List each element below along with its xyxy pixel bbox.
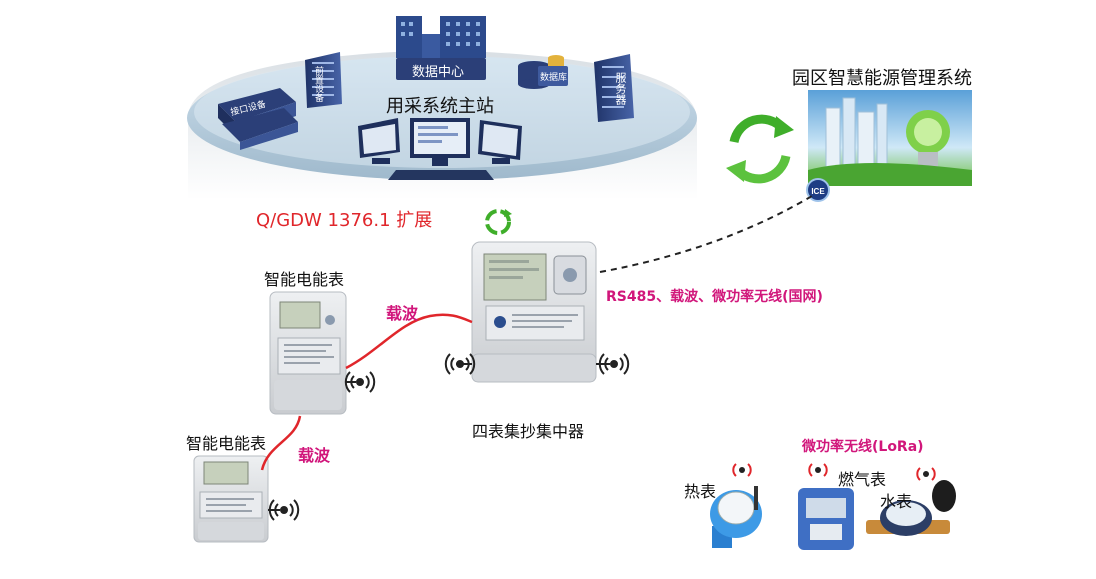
- ice-logo-icon: ICE: [806, 178, 830, 202]
- database-icon: [518, 55, 568, 89]
- park-energy-image: [808, 90, 972, 186]
- wireless-lora-label: 微功率无线(LoRa): [802, 439, 924, 455]
- gas-meter-icon: [798, 488, 854, 550]
- workstation-icon: [388, 118, 494, 180]
- master-station-title: 用采系统主站: [386, 96, 494, 117]
- database-label: 数据库: [540, 73, 568, 83]
- antenna-signal-icon: [808, 463, 828, 477]
- carrier-wire-line: [345, 313, 473, 370]
- carrier-label: 载波: [298, 446, 331, 465]
- rs485-link-line: [599, 195, 813, 273]
- concentrator-label: 四表集抄集中器: [472, 422, 585, 441]
- front-end-server-label: 前置设备: [313, 66, 323, 102]
- wireless-signal-icon: [268, 499, 300, 521]
- concentrator-device-icon: [471, 241, 597, 383]
- smart-meter-icon: [193, 455, 269, 543]
- smart-meter-icon: [269, 291, 347, 415]
- heat-meter-label: 热表: [684, 482, 717, 501]
- interface-device-icon: [218, 88, 298, 150]
- server-label: 服务器: [614, 72, 627, 105]
- gas-meter-label: 燃气表: [838, 470, 887, 489]
- carrier-label: 载波: [386, 304, 419, 323]
- wireless-signal-icon: [344, 371, 376, 393]
- small-sync-arrows-icon: [485, 209, 512, 235]
- data-center-label: 数据中心: [412, 65, 465, 80]
- antenna-signal-icon: [916, 467, 936, 481]
- concentrator-link-label: RS485、载波、微功率无线(国网): [606, 289, 823, 305]
- smart-meter-label: 智能电能表: [264, 270, 345, 289]
- sync-arrows-icon: [726, 114, 794, 184]
- workstation-icon: [478, 120, 522, 164]
- heat-meter-icon: [710, 486, 762, 548]
- front-end-server-icon: [305, 52, 342, 108]
- carrier-wire-line: [260, 415, 302, 471]
- svg-text:ICE: ICE: [811, 187, 825, 196]
- water-meter-icon: [866, 480, 956, 536]
- smart-meter-label: 智能电能表: [186, 434, 267, 453]
- protocol-label: Q/GDW 1376.1 扩展: [256, 210, 433, 231]
- server-rack-icon: [594, 54, 634, 122]
- park-system-title: 园区智慧能源管理系统: [792, 68, 972, 89]
- antenna-signal-icon: [732, 463, 752, 477]
- workstation-icon: [358, 118, 400, 164]
- data-center-building-icon: [396, 16, 486, 80]
- water-meter-label: 水表: [880, 492, 913, 511]
